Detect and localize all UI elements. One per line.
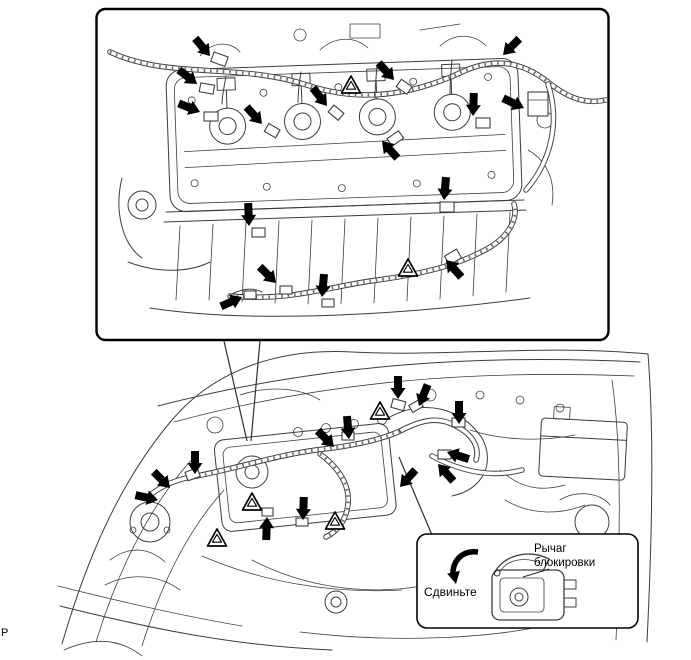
disconnect-arrow	[446, 260, 465, 280]
disconnect-arrow	[400, 467, 419, 487]
disconnect-arrow	[375, 60, 394, 80]
disconnect-arrow	[390, 376, 406, 399]
callout-leader-line	[398, 456, 433, 536]
disconnect-arrow	[309, 85, 327, 106]
disconnect-arrow	[315, 273, 331, 297]
disconnect-arrow	[192, 35, 210, 56]
engine-top-detail-view	[95, 7, 610, 342]
disconnect-arrow	[416, 383, 432, 406]
disconnect-arrow	[150, 468, 170, 488]
disconnect-arrow	[382, 141, 401, 161]
harness-clip-symbol	[397, 258, 419, 277]
disconnect-arrow	[243, 104, 262, 124]
disconnect-arrow	[177, 99, 200, 115]
lock-lever-label-leader	[522, 568, 550, 578]
harness-clip-symbol	[241, 492, 263, 511]
disconnect-arrow	[176, 66, 197, 84]
slide-action-label: Сдвиньте	[424, 585, 477, 599]
disconnect-arrow	[134, 490, 158, 506]
disconnect-arrow	[503, 35, 523, 55]
disconnect-arrow	[241, 202, 257, 226]
disconnect-arrow	[256, 263, 276, 283]
lock-lever-callout: Сдвиньте Рычаг блокировки	[416, 533, 639, 629]
disconnect-arrow	[340, 415, 356, 439]
page-marker: P	[1, 627, 8, 639]
disconnect-arrow	[295, 496, 311, 520]
disconnect-arrow	[501, 94, 524, 111]
detail-view-border	[95, 7, 610, 342]
engine-block-art	[118, 177, 531, 317]
lock-lever-label-line1: Рычаг	[534, 543, 567, 555]
disconnect-arrow	[438, 464, 457, 484]
harness-clip-symbol	[324, 511, 346, 530]
harness-clip-symbol	[340, 75, 362, 94]
disconnect-arrow	[219, 294, 242, 311]
engine-background-art	[199, 23, 554, 206]
harness-clip-symbols-layer	[206, 75, 419, 547]
disconnect-arrows-layer	[134, 35, 524, 541]
disconnect-arrow	[259, 517, 275, 541]
engine-bay-connectors	[184, 397, 466, 527]
callout-border	[416, 533, 639, 629]
harness-connectors	[198, 51, 549, 308]
disconnect-arrow	[451, 401, 467, 424]
connector-lever-drawing	[491, 553, 577, 621]
cover-bolts	[187, 73, 496, 193]
disconnect-arrow	[437, 176, 453, 200]
rotate-arrow-icon	[447, 549, 479, 584]
disconnect-arrow	[465, 92, 481, 116]
harness-clip-symbol	[369, 401, 391, 420]
lock-lever-label-line2: блокировки	[534, 557, 595, 569]
disconnect-arrow	[447, 448, 471, 463]
harness-clip-symbol	[206, 528, 228, 547]
disconnect-arrow	[187, 451, 203, 474]
disconnect-arrow	[314, 427, 334, 447]
ignition-coil-1	[209, 77, 247, 145]
